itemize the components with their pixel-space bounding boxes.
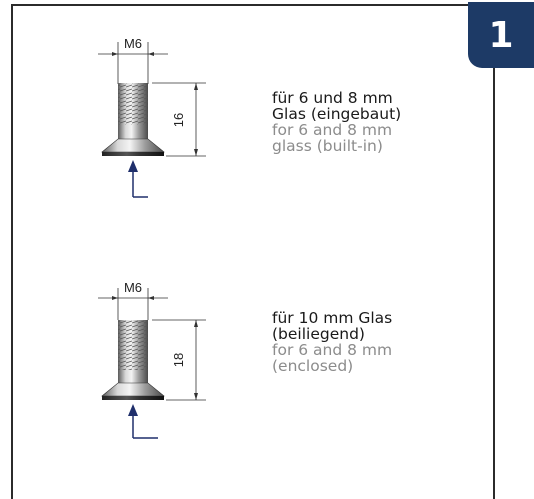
- screw-top-description: für 6 und 8 mm Glas (eingebaut) for 6 an…: [272, 90, 401, 154]
- screw-top-drawing: [98, 42, 206, 198]
- screw-top-desc-de-2: Glas (eingebaut): [272, 105, 402, 123]
- screw-top-desc-en-1: for 6 and 8 mm: [272, 121, 393, 139]
- screw-bottom-desc-de-1: für 10 mm Glas: [272, 309, 393, 327]
- page-frame: [11, 4, 495, 499]
- section-number: 1: [488, 14, 514, 56]
- screw-bottom-thread-label: M6: [124, 280, 142, 295]
- screw-bottom-description: für 10 mm Glas (beiliegend) for 6 and 8 …: [272, 310, 392, 374]
- section-number-badge: 1: [468, 2, 534, 68]
- screw-top-thread-label: M6: [124, 36, 142, 51]
- screw-bottom-length-label: 18: [171, 353, 186, 367]
- screw-bottom-desc-en-1: for 6 and 8 mm: [272, 341, 393, 359]
- screw-top-desc-de-1: für 6 und 8 mm: [272, 89, 393, 107]
- screw-bottom-desc-en-2: (enclosed): [272, 357, 354, 375]
- screw-bottom-drawing: [98, 288, 206, 439]
- screw-top-desc-en-2: glass (built-in): [272, 137, 383, 155]
- screw-bottom-desc-de-2: (beiliegend): [272, 325, 365, 343]
- screw-top-length-label: 16: [171, 113, 186, 127]
